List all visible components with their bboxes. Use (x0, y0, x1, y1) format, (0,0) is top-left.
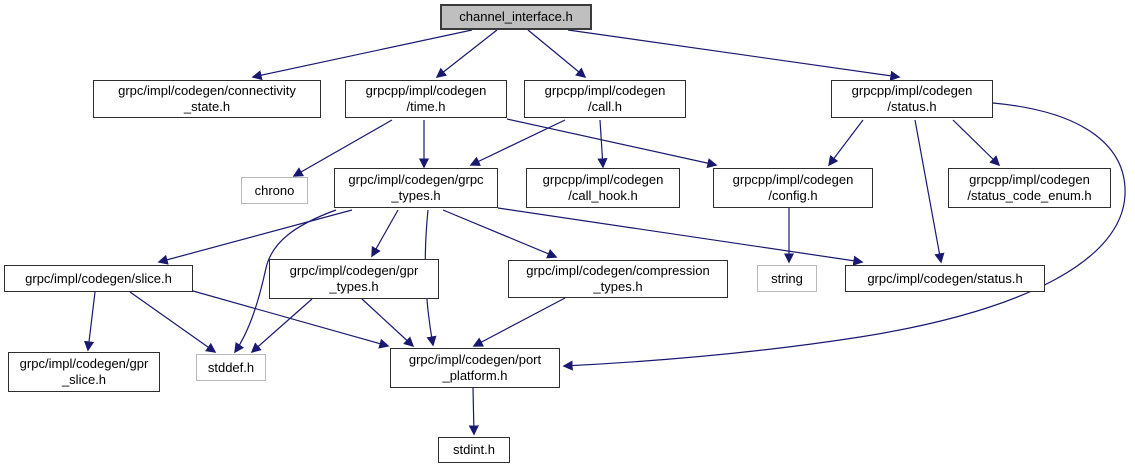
edge-grpc_types-stddef (234, 209, 337, 354)
edge-grpc_types-compression_types (442, 209, 558, 259)
node-label-line: grpc/impl/codegen/connectivity (118, 83, 296, 98)
node-label-line: /config.h (768, 188, 818, 203)
node-connectivity-state-h[interactable]: grpc/impl/codegen/connectivity _state.h (93, 80, 321, 118)
edge-grpc_types-statusc (497, 207, 864, 266)
node-grpc-status-h[interactable]: grpc/impl/codegen/status.h (845, 265, 1045, 292)
edge-slice-gpr_slice (83, 291, 96, 352)
edge-statuspp-statusc (914, 119, 945, 264)
node-stdint-h[interactable]: stdint.h (438, 437, 510, 463)
node-label-line: stdint.h (453, 442, 495, 457)
node-label-line: grpcpp/impl/codegen (542, 172, 664, 187)
edge-channel_interface-call (527, 29, 587, 78)
node-label-line: /status.h (887, 99, 937, 114)
node-label-line: grpc/impl/codegen/compression (526, 263, 710, 278)
node-grpc-types-h[interactable]: grpc/impl/codegen/grpc _types.h (334, 168, 498, 208)
edge-grpc_types-slice (157, 209, 353, 265)
node-label-line: grpc/impl/codegen/gpr (289, 263, 419, 278)
node-label-line: _types.h (391, 188, 441, 203)
edge-channel_interface-statuspp (567, 29, 901, 81)
edge-gpr_types-stddef (250, 298, 313, 354)
node-port-platform-h[interactable]: grpc/impl/codegen/port _platform.h (390, 348, 560, 388)
node-channel-interface-h[interactable]: channel_interface.h (440, 4, 592, 30)
edge-statuspp-config (828, 119, 864, 167)
node-label-line: grpcpp/impl/codegen (732, 172, 854, 187)
node-gpr-slice-h[interactable]: grpc/impl/codegen/gpr _slice.h (8, 352, 160, 392)
node-label-line: grpc/impl/codegen/status.h (867, 270, 1023, 286)
node-label-line: _slice.h (61, 372, 107, 387)
node-stddef-h: stddef.h (196, 354, 266, 381)
node-gpr-types-h[interactable]: grpc/impl/codegen/gpr _types.h (269, 259, 439, 299)
node-label-line: _state.h (183, 99, 231, 114)
edge-statuspp-port_platform (562, 102, 1126, 371)
node-slice-h[interactable]: grpc/impl/codegen/slice.h (4, 265, 193, 292)
node-label-line: /status_code_enum.h (967, 188, 1092, 203)
node-label-line: /time.h (406, 99, 446, 114)
edge-gpr_types-port_platform (361, 298, 415, 348)
node-time-h[interactable]: grpcpp/impl/codegen /time.h (345, 80, 507, 118)
edge-channel_interface-connectivity_state (251, 29, 473, 81)
node-call-hook-h[interactable]: grpcpp/impl/codegen /call_hook.h (526, 168, 680, 208)
node-label-line: stddef.h (207, 359, 255, 375)
node-label-line: channel_interface.h (459, 9, 573, 24)
node-label-line: _platform.h (442, 368, 508, 383)
edge-statuspp-status_code_enum (952, 119, 1001, 167)
node-label-line: _types.h (593, 279, 643, 294)
node-status-code-enum-h[interactable]: grpcpp/impl/codegen /status_code_enum.h (948, 168, 1111, 208)
node-compression-types-h[interactable]: grpc/impl/codegen/compression _types.h (508, 260, 728, 298)
node-label-line: chrono (254, 182, 295, 198)
node-label-line: grpcpp/impl/codegen (851, 83, 973, 98)
edge-grpc_types-gpr_types (371, 209, 399, 258)
edge-time-config (506, 118, 718, 169)
edge-slice-stddef (129, 291, 217, 353)
node-label-line: grpc/impl/codegen/grpc (348, 172, 484, 187)
node-label-line: grpc/impl/codegen/port (408, 352, 542, 367)
node-call-h[interactable]: grpcpp/impl/codegen /call.h (524, 80, 686, 118)
edge-time-chrono (292, 119, 393, 177)
node-label-line: grpcpp/impl/codegen (544, 83, 666, 98)
node-label-line: string (771, 270, 803, 286)
edge-compression_types-port_platform (472, 297, 566, 347)
edge-channel_interface-time (435, 29, 498, 78)
node-string: string (757, 265, 817, 292)
node-label-line: /call.h (588, 99, 622, 114)
node-label-line: grpcpp/impl/codegen (969, 172, 1090, 187)
node-label-line: grpc/impl/codegen/slice.h (25, 270, 172, 286)
node-chrono: chrono (241, 177, 308, 204)
edge-slice-port_platform (185, 288, 390, 349)
node-config-h[interactable]: grpcpp/impl/codegen /config.h (713, 168, 873, 208)
edge-call-grpc_types (469, 119, 566, 166)
node-label-line: grpc/impl/codegen/gpr (19, 356, 149, 371)
node-label-line: grpcpp/impl/codegen (365, 83, 487, 98)
edge-call-call_hook (597, 119, 608, 169)
edge-port_platform-stdint (468, 387, 479, 436)
node-grpcpp-status-h[interactable]: grpcpp/impl/codegen /status.h (831, 80, 993, 118)
node-label-line: _types.h (329, 279, 379, 294)
node-label-line: /call_hook.h (568, 188, 638, 203)
